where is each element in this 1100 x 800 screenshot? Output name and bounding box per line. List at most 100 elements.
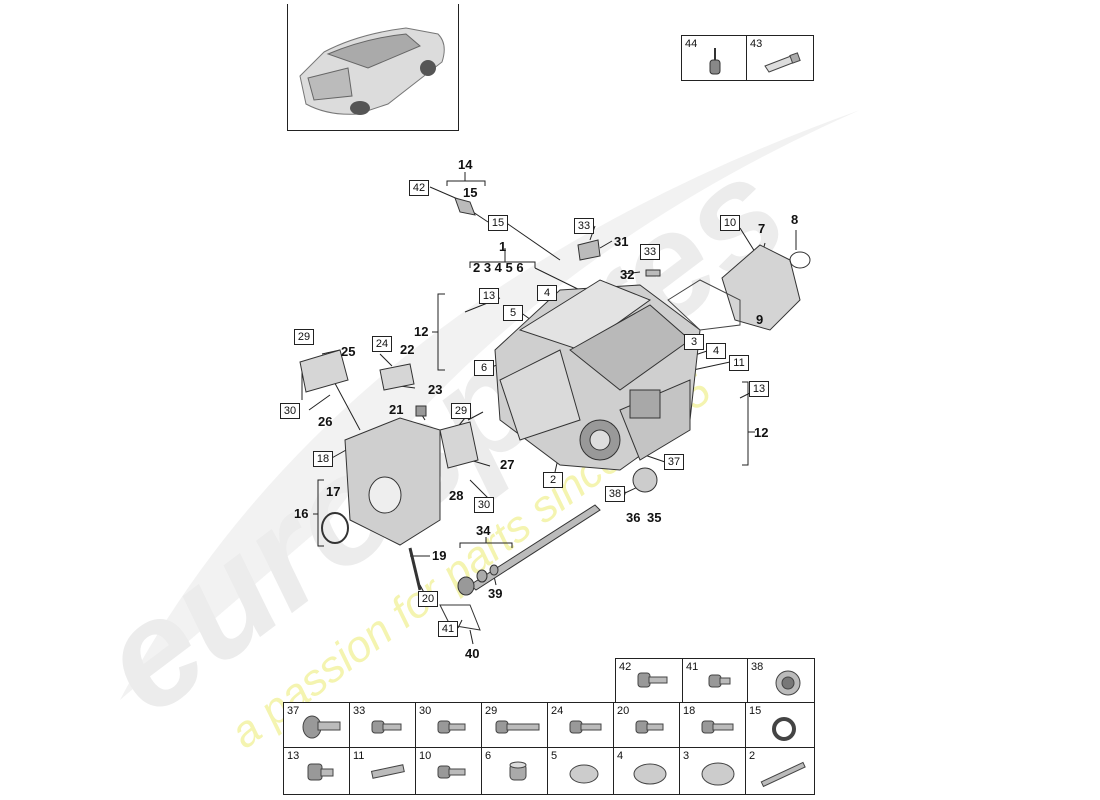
part-number: 24 bbox=[551, 705, 564, 717]
bolt-icon bbox=[635, 720, 664, 734]
parts-cell[interactable]: 29 bbox=[481, 702, 548, 748]
bolt-icon bbox=[569, 720, 602, 734]
callout-box-20: 20 bbox=[418, 591, 438, 607]
cap-plug-icon bbox=[633, 763, 667, 785]
part-number: 37 bbox=[287, 705, 300, 717]
callout-1-subparts: 2 3 4 5 6 bbox=[473, 260, 524, 275]
callout-35: 35 bbox=[647, 510, 662, 525]
callout-box-2: 2 bbox=[543, 472, 563, 488]
parts-cell[interactable]: 33 bbox=[349, 702, 416, 748]
callout-box-10: 10 bbox=[720, 215, 740, 231]
callout-34: 34 bbox=[476, 523, 491, 538]
part-number: 33 bbox=[353, 705, 366, 717]
bolt-icon bbox=[637, 672, 668, 688]
accessory-cell[interactable]: 44 bbox=[681, 35, 747, 81]
parts-cell[interactable]: 18 bbox=[679, 702, 746, 748]
callout-14: 14 bbox=[458, 157, 473, 172]
callout-box-6: 6 bbox=[474, 360, 494, 376]
part-number: 11 bbox=[353, 750, 365, 762]
timing-cover bbox=[667, 244, 811, 331]
brackets bbox=[299, 197, 661, 499]
parts-cell[interactable]: 2 bbox=[745, 747, 815, 795]
parts-cell[interactable]: 11 bbox=[349, 747, 416, 795]
sleeve-icon bbox=[509, 761, 527, 781]
parts-cell[interactable]: 20 bbox=[613, 702, 680, 748]
callout-box-38: 38 bbox=[605, 486, 625, 502]
callout-25: 25 bbox=[341, 344, 356, 359]
callout-27: 27 bbox=[500, 457, 515, 472]
bolt-icon bbox=[437, 720, 466, 734]
tool-icon bbox=[709, 48, 721, 75]
callout-box-30b: 30 bbox=[474, 497, 494, 513]
callout-box-4b: 4 bbox=[706, 343, 726, 359]
seal-ring-icon bbox=[772, 717, 796, 741]
balance-shaft bbox=[408, 504, 601, 631]
parts-cell[interactable]: 3 bbox=[679, 747, 746, 795]
callout-19: 19 bbox=[432, 548, 447, 563]
parts-cell[interactable]: 37 bbox=[283, 702, 350, 748]
sealant-tube-icon bbox=[764, 52, 801, 73]
accessory-number: 44 bbox=[685, 38, 698, 50]
part-number: 2 bbox=[749, 750, 756, 762]
parts-cell[interactable]: 4 bbox=[613, 747, 680, 795]
part-number: 41 bbox=[686, 661, 699, 673]
parts-cell[interactable]: 30 bbox=[415, 702, 482, 748]
callout-box-30a: 30 bbox=[280, 403, 300, 419]
callout-15: 15 bbox=[463, 185, 478, 200]
callout-31: 31 bbox=[614, 234, 629, 249]
callout-23: 23 bbox=[428, 382, 443, 397]
parts-cell[interactable]: 24 bbox=[547, 702, 614, 748]
socket-bolt-icon bbox=[307, 763, 334, 781]
parts-cell[interactable]: 38 bbox=[747, 658, 815, 703]
parts-cell[interactable]: 5 bbox=[547, 747, 614, 795]
callout-box-37: 37 bbox=[664, 454, 684, 470]
callout-12-left: 12 bbox=[414, 324, 429, 339]
callout-box-4a: 4 bbox=[537, 285, 557, 301]
callout-12-right: 12 bbox=[754, 425, 769, 440]
stud-icon bbox=[370, 764, 405, 779]
parts-cell[interactable]: 15 bbox=[745, 702, 815, 748]
accessory-cell[interactable]: 43 bbox=[746, 35, 814, 81]
callout-9: 9 bbox=[756, 312, 764, 327]
bolt-icon bbox=[437, 765, 466, 779]
part-number: 5 bbox=[551, 750, 558, 762]
callout-box-29b: 29 bbox=[451, 403, 471, 419]
callout-1: 1 bbox=[499, 239, 507, 254]
callout-box-29a: 29 bbox=[294, 329, 314, 345]
callout-box-33a: 33 bbox=[574, 218, 594, 234]
callout-box-5: 5 bbox=[503, 305, 523, 321]
callout-box-11: 11 bbox=[729, 355, 749, 371]
callout-box-15: 15 bbox=[488, 215, 508, 231]
bolt-icon bbox=[371, 720, 402, 734]
part-number: 4 bbox=[617, 750, 624, 762]
callout-22: 22 bbox=[400, 342, 415, 357]
part-number: 3 bbox=[683, 750, 690, 762]
part-number: 10 bbox=[419, 750, 432, 762]
callout-32: 32 bbox=[620, 267, 635, 282]
parts-cell[interactable]: 41 bbox=[682, 658, 748, 703]
part-number: 29 bbox=[485, 705, 498, 717]
callout-17: 17 bbox=[326, 484, 341, 499]
vehicle-thumbnail bbox=[287, 4, 459, 131]
parts-cell[interactable]: 10 bbox=[415, 747, 482, 795]
callout-26: 26 bbox=[318, 414, 333, 429]
long-bolt-icon bbox=[495, 720, 540, 734]
callout-box-3: 3 bbox=[684, 334, 704, 350]
parts-cell[interactable]: 13 bbox=[283, 747, 350, 795]
callout-16: 16 bbox=[294, 506, 309, 521]
car-icon bbox=[299, 27, 445, 115]
bushing-icon bbox=[775, 670, 801, 696]
callout-28: 28 bbox=[449, 488, 464, 503]
parts-cell[interactable]: 6 bbox=[481, 747, 548, 795]
cap-plug-icon bbox=[701, 762, 735, 786]
engine-block bbox=[494, 279, 701, 471]
callout-7: 7 bbox=[758, 221, 766, 236]
callout-box-18: 18 bbox=[313, 451, 333, 467]
callout-21: 21 bbox=[389, 402, 404, 417]
callout-box-41: 41 bbox=[438, 621, 458, 637]
parts-cell[interactable]: 42 bbox=[615, 658, 683, 703]
callout-39: 39 bbox=[488, 586, 503, 601]
callout-8: 8 bbox=[791, 212, 799, 227]
part-number: 15 bbox=[749, 705, 762, 717]
